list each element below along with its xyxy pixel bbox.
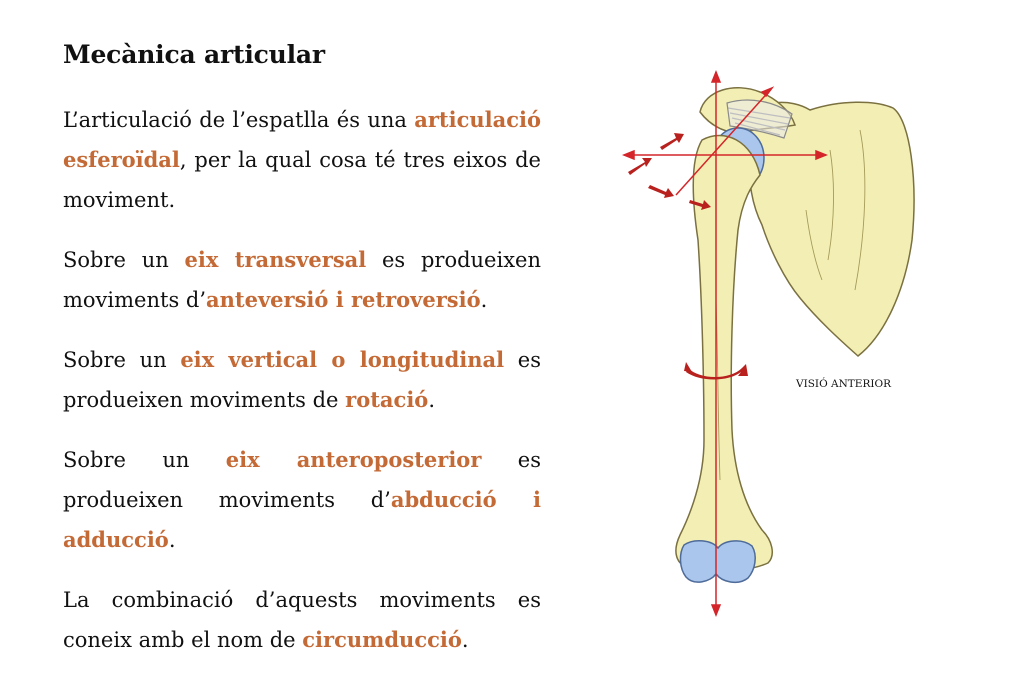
text-segment: , per la qual cosa té tres eixos de movi… <box>63 148 541 212</box>
text-segment: La combinació d’aquests moviments es con… <box>63 588 541 652</box>
axis-lines <box>621 69 829 618</box>
scapula <box>742 101 915 357</box>
text-segment: es produeixen moviments d’ <box>63 448 541 512</box>
paragraph-anteroposterior-axis: Sobre un eix anteroposterior es produeix… <box>63 440 541 560</box>
text-segment: . <box>168 528 176 552</box>
text-segment: . <box>480 288 488 312</box>
text-segment: L’articulació de l’espatlla és una <box>63 108 415 132</box>
paragraph-circumduction: La combinació d’aquests moviments es con… <box>63 580 541 660</box>
text-segment: Sobre un <box>63 248 185 272</box>
paragraph-vertical-axis: Sobre un eix vertical o longitudinal es … <box>63 340 541 420</box>
text-segment: Sobre un <box>63 348 181 372</box>
text-segment: es produeixen moviments de <box>63 348 542 412</box>
text-segment: Sobre un <box>63 448 226 472</box>
text-column: L’articulació de l’espatlla és una artic… <box>63 100 541 680</box>
paragraph-ball-joint: L’articulació de l’espatlla és una artic… <box>63 100 541 220</box>
distal-condyle-cartilage <box>679 540 756 584</box>
highlighted-term: articulació esferoïdal <box>63 107 541 172</box>
highlighted-term: eix transversal <box>184 247 367 272</box>
highlighted-term: eix anteroposterior <box>225 447 482 472</box>
text-segment: . <box>461 628 469 652</box>
text-segment: . <box>428 388 435 412</box>
highlighted-term: rotació <box>345 387 429 412</box>
movement-arrows <box>628 133 748 380</box>
shoulder-anatomy-illustration <box>621 69 915 618</box>
highlighted-term: eix vertical o longitudinal <box>180 347 505 372</box>
page-title: Mecànica articular <box>63 40 325 69</box>
humerus <box>675 134 774 572</box>
figure-caption: VISIÓ ANTERIOR <box>796 378 892 390</box>
text-segment: es produeixen moviments d’ <box>63 248 541 312</box>
paragraph-transverse-axis: Sobre un eix transversal es produeixen m… <box>63 240 541 320</box>
highlighted-term: anteversió i retroversió <box>206 287 481 312</box>
highlighted-term: circumducció <box>302 627 462 652</box>
highlighted-term: abducció i adducció <box>63 487 541 552</box>
